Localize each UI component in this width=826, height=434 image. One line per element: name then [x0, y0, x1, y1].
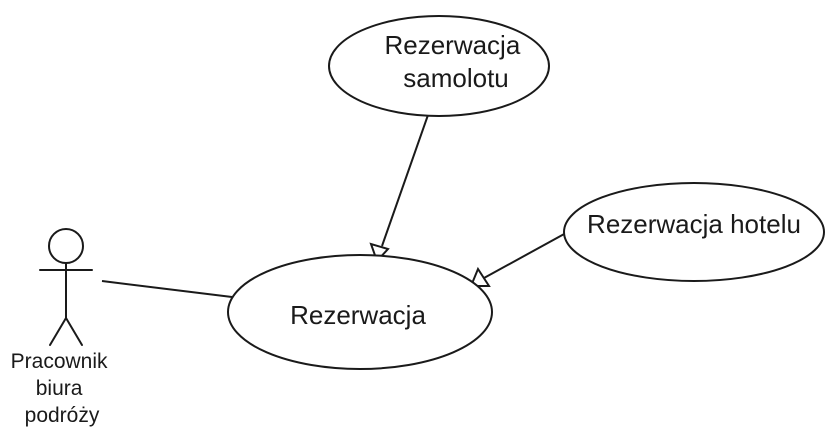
use-case-ellipse [563, 182, 825, 282]
use-case-label-line-2: samolotu [403, 63, 509, 93]
use-case-rezerwacja[interactable]: Rezerwacja [227, 254, 493, 370]
use-case-rezerwacja-hotelu[interactable]: Rezerwacja hotelu [563, 182, 825, 282]
generalization-hotel-to-main [469, 232, 567, 287]
generalization-arrowhead [469, 266, 491, 287]
use-case-ellipse [328, 15, 550, 117]
generalization-line [483, 232, 567, 279]
use-case-label-line-1: Rezerwacja [384, 30, 520, 60]
actor-left-leg [49, 317, 67, 346]
actor-label-line-2: biura [36, 377, 83, 400]
actor-right-leg [65, 317, 83, 346]
use-case-label: Rezerwacja samolotu [384, 30, 527, 93]
actor-pracownik[interactable]: Pracownik biura podróży [11, 228, 114, 427]
generalization-flight-to-main [369, 114, 429, 263]
actor-label: Pracownik biura podróży [11, 350, 114, 427]
actor-label-line-3: podróży [25, 404, 100, 427]
use-case-ellipse [227, 254, 493, 370]
use-case-label: Rezerwacja [290, 300, 426, 330]
use-case-label: Rezerwacja hotelu [587, 209, 801, 239]
actor-stick-figure [39, 228, 93, 346]
use-case-rezerwacja-samolotu[interactable]: Rezerwacja samolotu [328, 15, 550, 117]
actor-label-line-1: Pracownik [11, 350, 108, 373]
association-line [101, 280, 233, 298]
generalization-line [381, 114, 429, 247]
actor-head [48, 228, 84, 264]
use-case-label-line-1: Rezerwacja [290, 300, 426, 330]
use-case-label-line-1: Rezerwacja hotelu [587, 209, 801, 239]
